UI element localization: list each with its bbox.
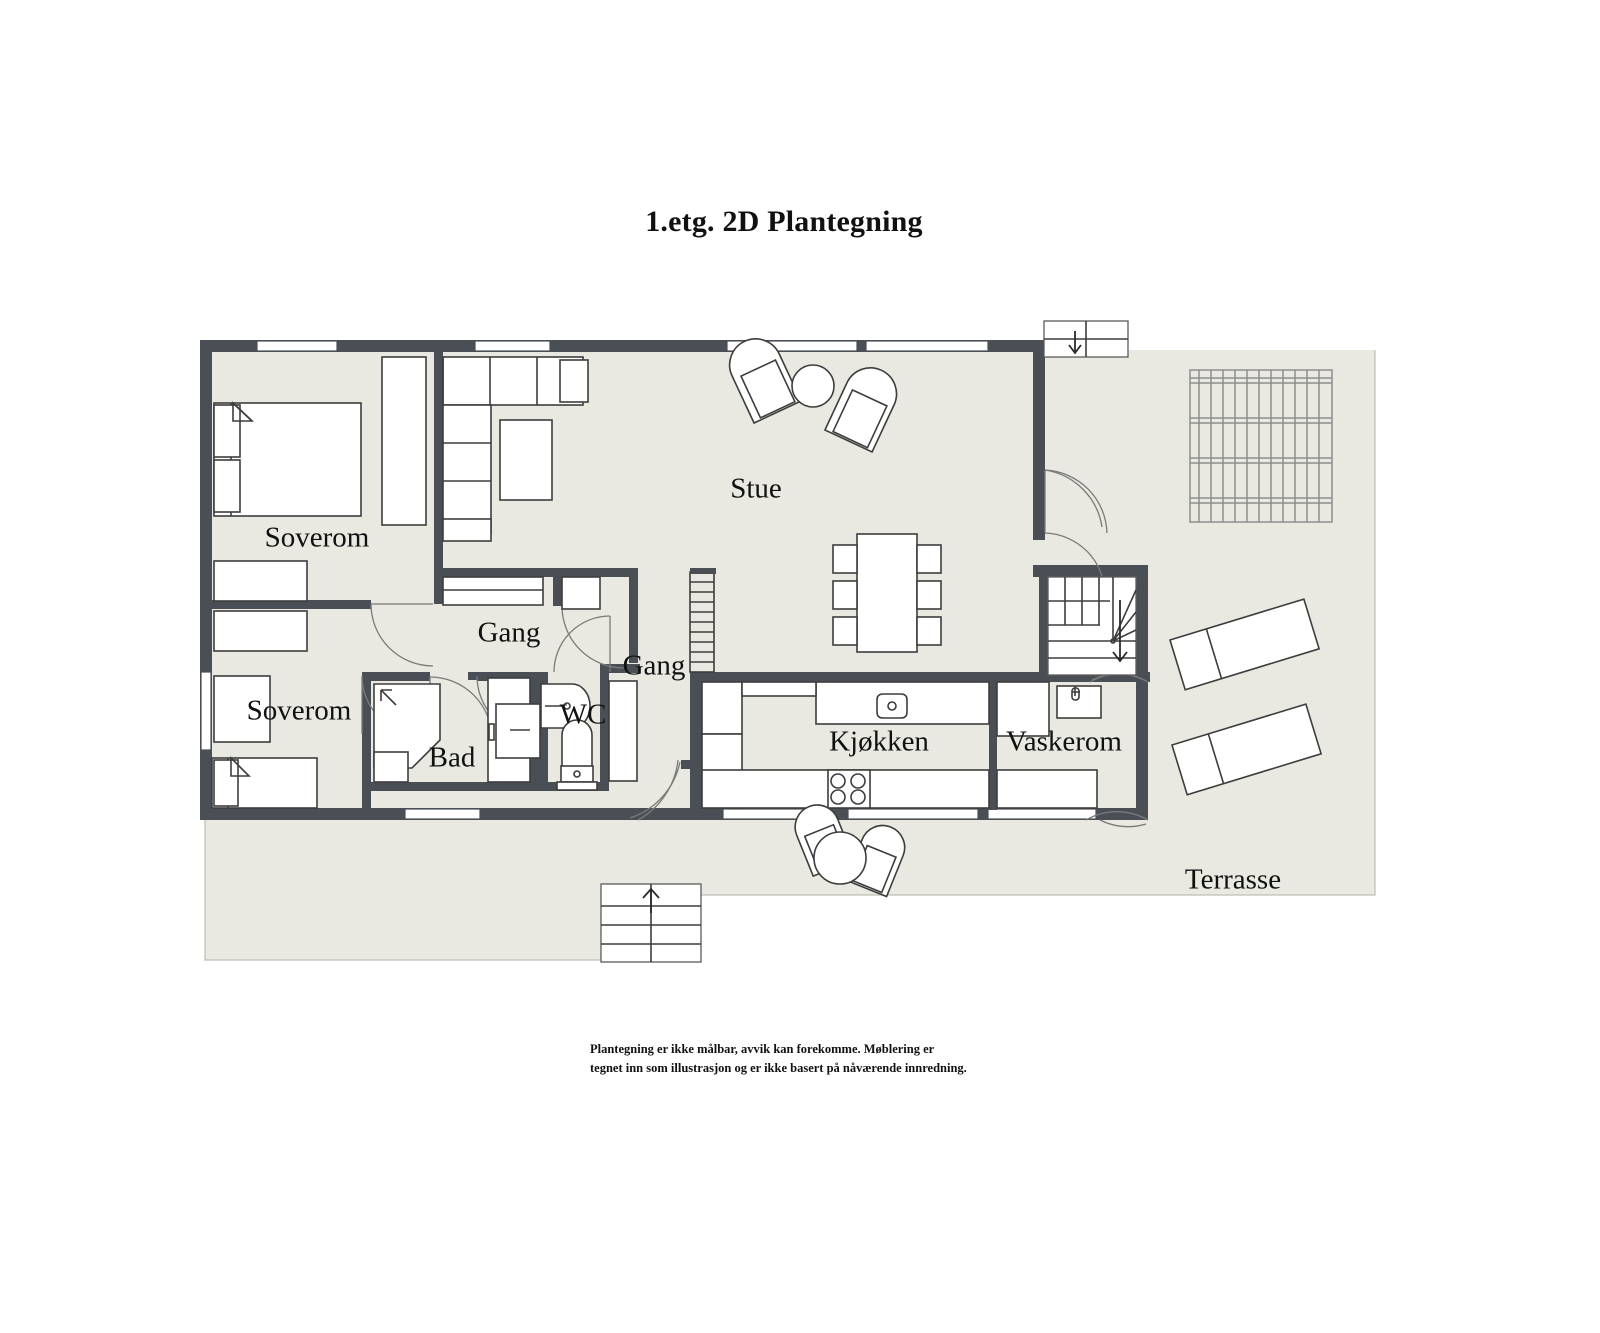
- vaskerom-furniture: [996, 681, 1102, 809]
- gang-railing: [689, 568, 716, 673]
- wc-furniture: [540, 683, 598, 791]
- disclaimer-line-1: Plantegning er ikke målbar, avvik kan fo…: [590, 1042, 935, 1056]
- winder-staircase: [1047, 576, 1137, 676]
- terrace-sun-loungers: [1169, 598, 1323, 796]
- soverom-2-furniture: [211, 610, 318, 809]
- exterior-stair-bottom: [600, 883, 702, 963]
- terrace-outdoor-seating: [794, 804, 906, 898]
- interior-walls: [212, 352, 1150, 812]
- disclaimer-line-2: tegnet inn som illustrasjon og er ikke b…: [590, 1061, 967, 1076]
- door-swings: [361, 469, 1149, 828]
- page-title: 1.etg. 2D Plantegning: [0, 205, 1600, 239]
- terrace-pergola: [1189, 369, 1333, 523]
- disclaimer: Plantegning er ikke målbar, avvik kan fo…: [590, 1040, 1210, 1079]
- kjokken-furniture: [701, 681, 990, 809]
- exterior-stair-top: [1043, 320, 1129, 358]
- stue-furniture: [442, 338, 942, 653]
- gang-furniture: [442, 576, 638, 782]
- soverom-1-furniture: [213, 356, 427, 602]
- page-title-text: 1.etg. 2D Plantegning: [645, 205, 923, 238]
- windows: [200, 340, 1097, 820]
- bad-furniture: [373, 677, 541, 783]
